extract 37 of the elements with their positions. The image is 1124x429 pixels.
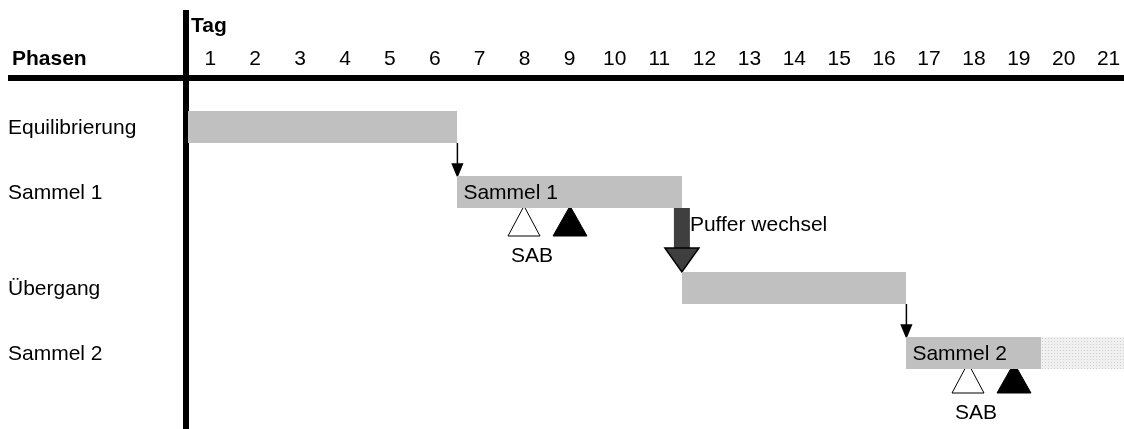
phase-bar [681, 272, 907, 304]
marker-label: SAB [511, 243, 554, 267]
day-number: 15 [827, 46, 851, 70]
day-number: 13 [737, 46, 762, 70]
day-number: 5 [384, 46, 396, 70]
day-number: 18 [962, 46, 986, 70]
day-number: 14 [782, 46, 806, 70]
arrow [900, 303, 913, 338]
phase-bar [188, 111, 458, 143]
day-number: 9 [563, 46, 576, 70]
day-number: 10 [603, 46, 627, 70]
day-number: 6 [428, 46, 441, 70]
marker-label: SAB [955, 400, 998, 424]
phase-bar: Sammel 2 [906, 337, 1042, 369]
row-label: Equilibrierung [8, 115, 137, 139]
day-number: 3 [294, 46, 306, 70]
day-number: 20 [1052, 46, 1076, 70]
axis-title: Tag [191, 13, 227, 37]
column-header: Phasen [12, 46, 87, 70]
row-label: Sammel 2 [8, 341, 103, 365]
day-number: 7 [473, 46, 486, 70]
phase-bar: Sammel 1 [457, 176, 682, 208]
day-number: 8 [518, 46, 531, 70]
arrow [451, 142, 464, 177]
day-number: 16 [872, 46, 896, 70]
extension-bar [1041, 337, 1124, 369]
day-number: 17 [917, 46, 941, 70]
day-number: 12 [692, 46, 717, 70]
day-number: 21 [1096, 46, 1121, 70]
day-number: 2 [249, 46, 262, 70]
thick-arrow [664, 208, 700, 273]
day-number: 19 [1007, 46, 1031, 70]
row-label: Übergang [8, 276, 101, 300]
day-number: 1 [204, 46, 217, 70]
day-number: 4 [339, 46, 351, 70]
row-label: Sammel 1 [8, 180, 103, 204]
day-number: 11 [648, 46, 671, 70]
